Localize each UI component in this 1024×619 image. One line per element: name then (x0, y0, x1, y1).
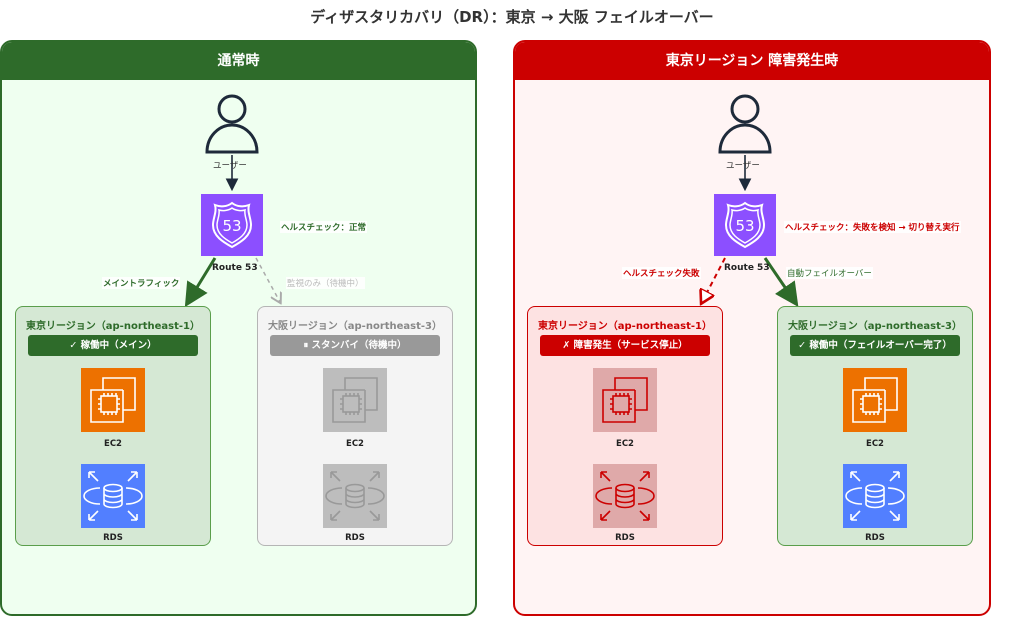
ec2-icon (593, 368, 657, 432)
normal-panel-header: 通常時 (2, 42, 475, 80)
user-icon (205, 94, 259, 154)
route53-icon: 53 (201, 194, 263, 256)
rds-icon (323, 464, 387, 528)
rds-label: RDS (345, 533, 365, 543)
rds-icon (843, 464, 907, 528)
svg-text:53: 53 (735, 217, 754, 235)
region-tokyo-failure: 東京リージョン（ap-northeast-1） ✗ 障害発生（サービス停止） E… (527, 306, 723, 546)
region-osaka-failure: 大阪リージョン（ap-northeast-3） ✓ 稼働中（フェイルオーバー完了… (777, 306, 973, 546)
rds-icon (81, 464, 145, 528)
ec2-label: EC2 (866, 439, 884, 449)
rds-label: RDS (865, 533, 885, 543)
failure-panel-header: 東京リージョン 障害発生時 (515, 42, 989, 80)
arrow-main-traffic (184, 257, 217, 308)
region-title: 東京リージョン（ap-northeast-1） (25, 321, 201, 332)
arrow-auto-failover (763, 257, 799, 307)
arrow-healthcheck-fail (702, 257, 726, 302)
main-traffic-label: メイントラフィック (102, 277, 181, 289)
route53-icon: 53 (714, 194, 776, 256)
rds-label: RDS (615, 533, 635, 543)
ec2-label: EC2 (104, 439, 122, 449)
user-label: ユーザー (726, 161, 760, 171)
ec2-label: EC2 (346, 439, 364, 449)
rds-label: RDS (103, 533, 123, 543)
status-badge: ✓ 稼働中（メイン） (28, 335, 198, 356)
auto-failover-label: 自動フェイルオーバー (786, 267, 873, 279)
status-badge: ⏸ スタンバイ（待機中） (270, 335, 440, 356)
status-badge: ✗ 障害発生（サービス停止） (540, 335, 710, 356)
ec2-icon (323, 368, 387, 432)
status-badge: ✓ 稼働中（フェイルオーバー完了） (790, 335, 960, 356)
arrow-monitor-only (255, 257, 280, 302)
region-title: 大阪リージョン（ap-northeast-3） (787, 321, 963, 332)
ec2-label: EC2 (616, 439, 634, 449)
healthcheck-ok-label: ヘルスチェック：正常 (280, 221, 368, 233)
region-tokyo-normal: 東京リージョン（ap-northeast-1） ✓ 稼働中（メイン） EC2 R… (15, 306, 211, 546)
healthcheck-failover-label: ヘルスチェック：失敗を検知 → 切り替え実行 (784, 221, 961, 233)
monitor-only-label: 監視のみ（待機中） (286, 277, 365, 289)
ec2-icon (843, 368, 907, 432)
route53-label: Route 53 (724, 263, 770, 273)
region-osaka-normal: 大阪リージョン（ap-northeast-3） ⏸ スタンバイ（待機中） EC2… (257, 306, 453, 546)
region-title: 東京リージョン（ap-northeast-1） (537, 321, 713, 332)
region-title: 大阪リージョン（ap-northeast-3） (267, 321, 443, 332)
ec2-icon (81, 368, 145, 432)
user-icon (718, 94, 772, 154)
route53-label: Route 53 (212, 263, 258, 273)
user-label: ユーザー (213, 161, 247, 171)
svg-text:53: 53 (222, 217, 241, 235)
rds-icon (593, 464, 657, 528)
healthcheck-fail-label: ヘルスチェック失敗 (622, 267, 701, 279)
diagram-title: ディザスタリカバリ（DR）：東京 → 大阪 フェイルオーバー (310, 8, 714, 26)
